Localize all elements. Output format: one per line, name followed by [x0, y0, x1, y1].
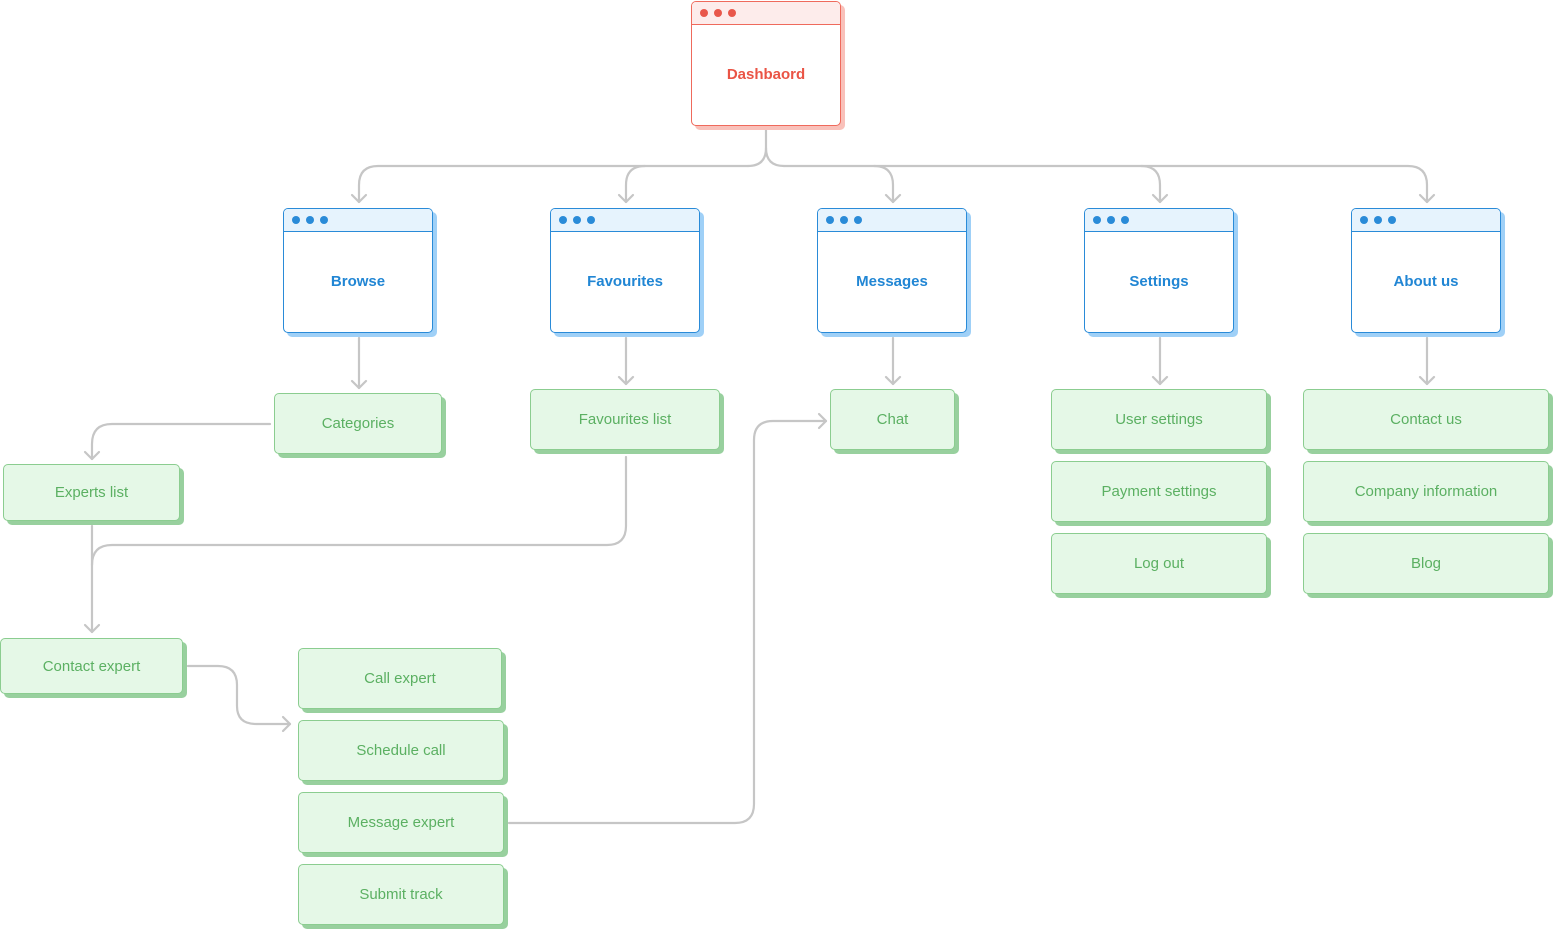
browse-page[interactable]: Browse [283, 208, 433, 333]
about-us-page[interactable]: About us [1351, 208, 1501, 333]
browse-label: Browse [330, 273, 386, 290]
connector-favourites-contact [90, 455, 628, 567]
settings-page[interactable]: Settings [1084, 208, 1234, 333]
window-dot-icon [587, 216, 595, 224]
connector-categories-experts [90, 422, 272, 461]
settings-label: Settings [1129, 273, 1189, 290]
connector-favourites-list-arrow [617, 375, 635, 386]
settings-titlebar [1085, 209, 1233, 232]
connector-to-messages [782, 164, 895, 204]
window-dot-icon [714, 9, 722, 17]
window-dot-icon [1360, 216, 1368, 224]
messages-label: Messages [856, 273, 928, 290]
connector-message-chat [507, 419, 828, 825]
messages-titlebar [818, 209, 966, 232]
window-dot-icon [840, 216, 848, 224]
call-expert-node[interactable]: Call expert [298, 648, 502, 709]
window-dot-icon [1107, 216, 1115, 224]
contact-us-node[interactable]: Contact us [1303, 389, 1549, 450]
window-dot-icon [320, 216, 328, 224]
categories-node[interactable]: Categories [274, 393, 442, 454]
connector-settings-user-arrow [1151, 375, 1169, 386]
favourites-titlebar [551, 209, 699, 232]
connector-to-settings-arrow [1151, 193, 1169, 204]
favourites-list-node[interactable]: Favourites list [530, 389, 720, 450]
favourites-page[interactable]: Favourites [550, 208, 700, 333]
about-us-titlebar [1352, 209, 1500, 232]
connector-contact-actions [186, 664, 292, 726]
blog-node[interactable]: Blog [1303, 533, 1549, 594]
window-dot-icon [306, 216, 314, 224]
connector-dashboard-right-trunk [764, 146, 786, 168]
about-us-label: About us [1393, 273, 1459, 290]
window-dot-icon [1374, 216, 1382, 224]
user-settings-node[interactable]: User settings [1051, 389, 1267, 450]
dashboard-titlebar [692, 2, 840, 25]
connector-browse-categories-arrow [350, 379, 368, 390]
connector-to-browse-arrow [350, 193, 368, 204]
window-dot-icon [559, 216, 567, 224]
connector-messages-chat-arrow [884, 375, 902, 386]
favourites-label: Favourites [587, 273, 663, 290]
experts-list-node[interactable]: Experts list [3, 464, 180, 521]
payment-settings-node[interactable]: Payment settings [1051, 461, 1267, 522]
company-information-node[interactable]: Company information [1303, 461, 1549, 522]
connector-to-messages-arrow [884, 193, 902, 204]
connector-categories-experts-arrow [83, 450, 101, 461]
window-dot-icon [1121, 216, 1129, 224]
connector-about-contact-arrow [1418, 375, 1436, 386]
log-out-node[interactable]: Log out [1051, 533, 1267, 594]
connector-to-favourites-arrow [617, 193, 635, 204]
connector-to-browse [357, 164, 750, 204]
dashboard-page[interactable]: Dashbaord [691, 1, 841, 126]
message-expert-node[interactable]: Message expert [298, 792, 504, 853]
window-dot-icon [573, 216, 581, 224]
connector-to-favourites [624, 164, 647, 204]
contact-expert-node[interactable]: Contact expert [0, 638, 183, 694]
dashboard-label: Dashbaord [726, 66, 806, 83]
messages-page[interactable]: Messages [817, 208, 967, 333]
window-dot-icon [292, 216, 300, 224]
connector-to-about-arrow [1418, 193, 1436, 204]
browse-titlebar [284, 209, 432, 232]
schedule-call-node[interactable]: Schedule call [298, 720, 504, 781]
window-dot-icon [728, 9, 736, 17]
window-dot-icon [1388, 216, 1396, 224]
window-dot-icon [700, 9, 708, 17]
connector-to-about [1139, 164, 1429, 204]
connector-contact-actions-arrow [281, 715, 292, 733]
connector-to-settings [872, 164, 1162, 204]
connector-contact-arrow [83, 623, 101, 634]
chat-node[interactable]: Chat [830, 389, 955, 450]
window-dot-icon [826, 216, 834, 224]
submit-track-node[interactable]: Submit track [298, 864, 504, 925]
connector-message-chat-arrow [817, 412, 828, 430]
window-dot-icon [1093, 216, 1101, 224]
connector-dashboard-trunk [746, 128, 768, 168]
window-dot-icon [854, 216, 862, 224]
